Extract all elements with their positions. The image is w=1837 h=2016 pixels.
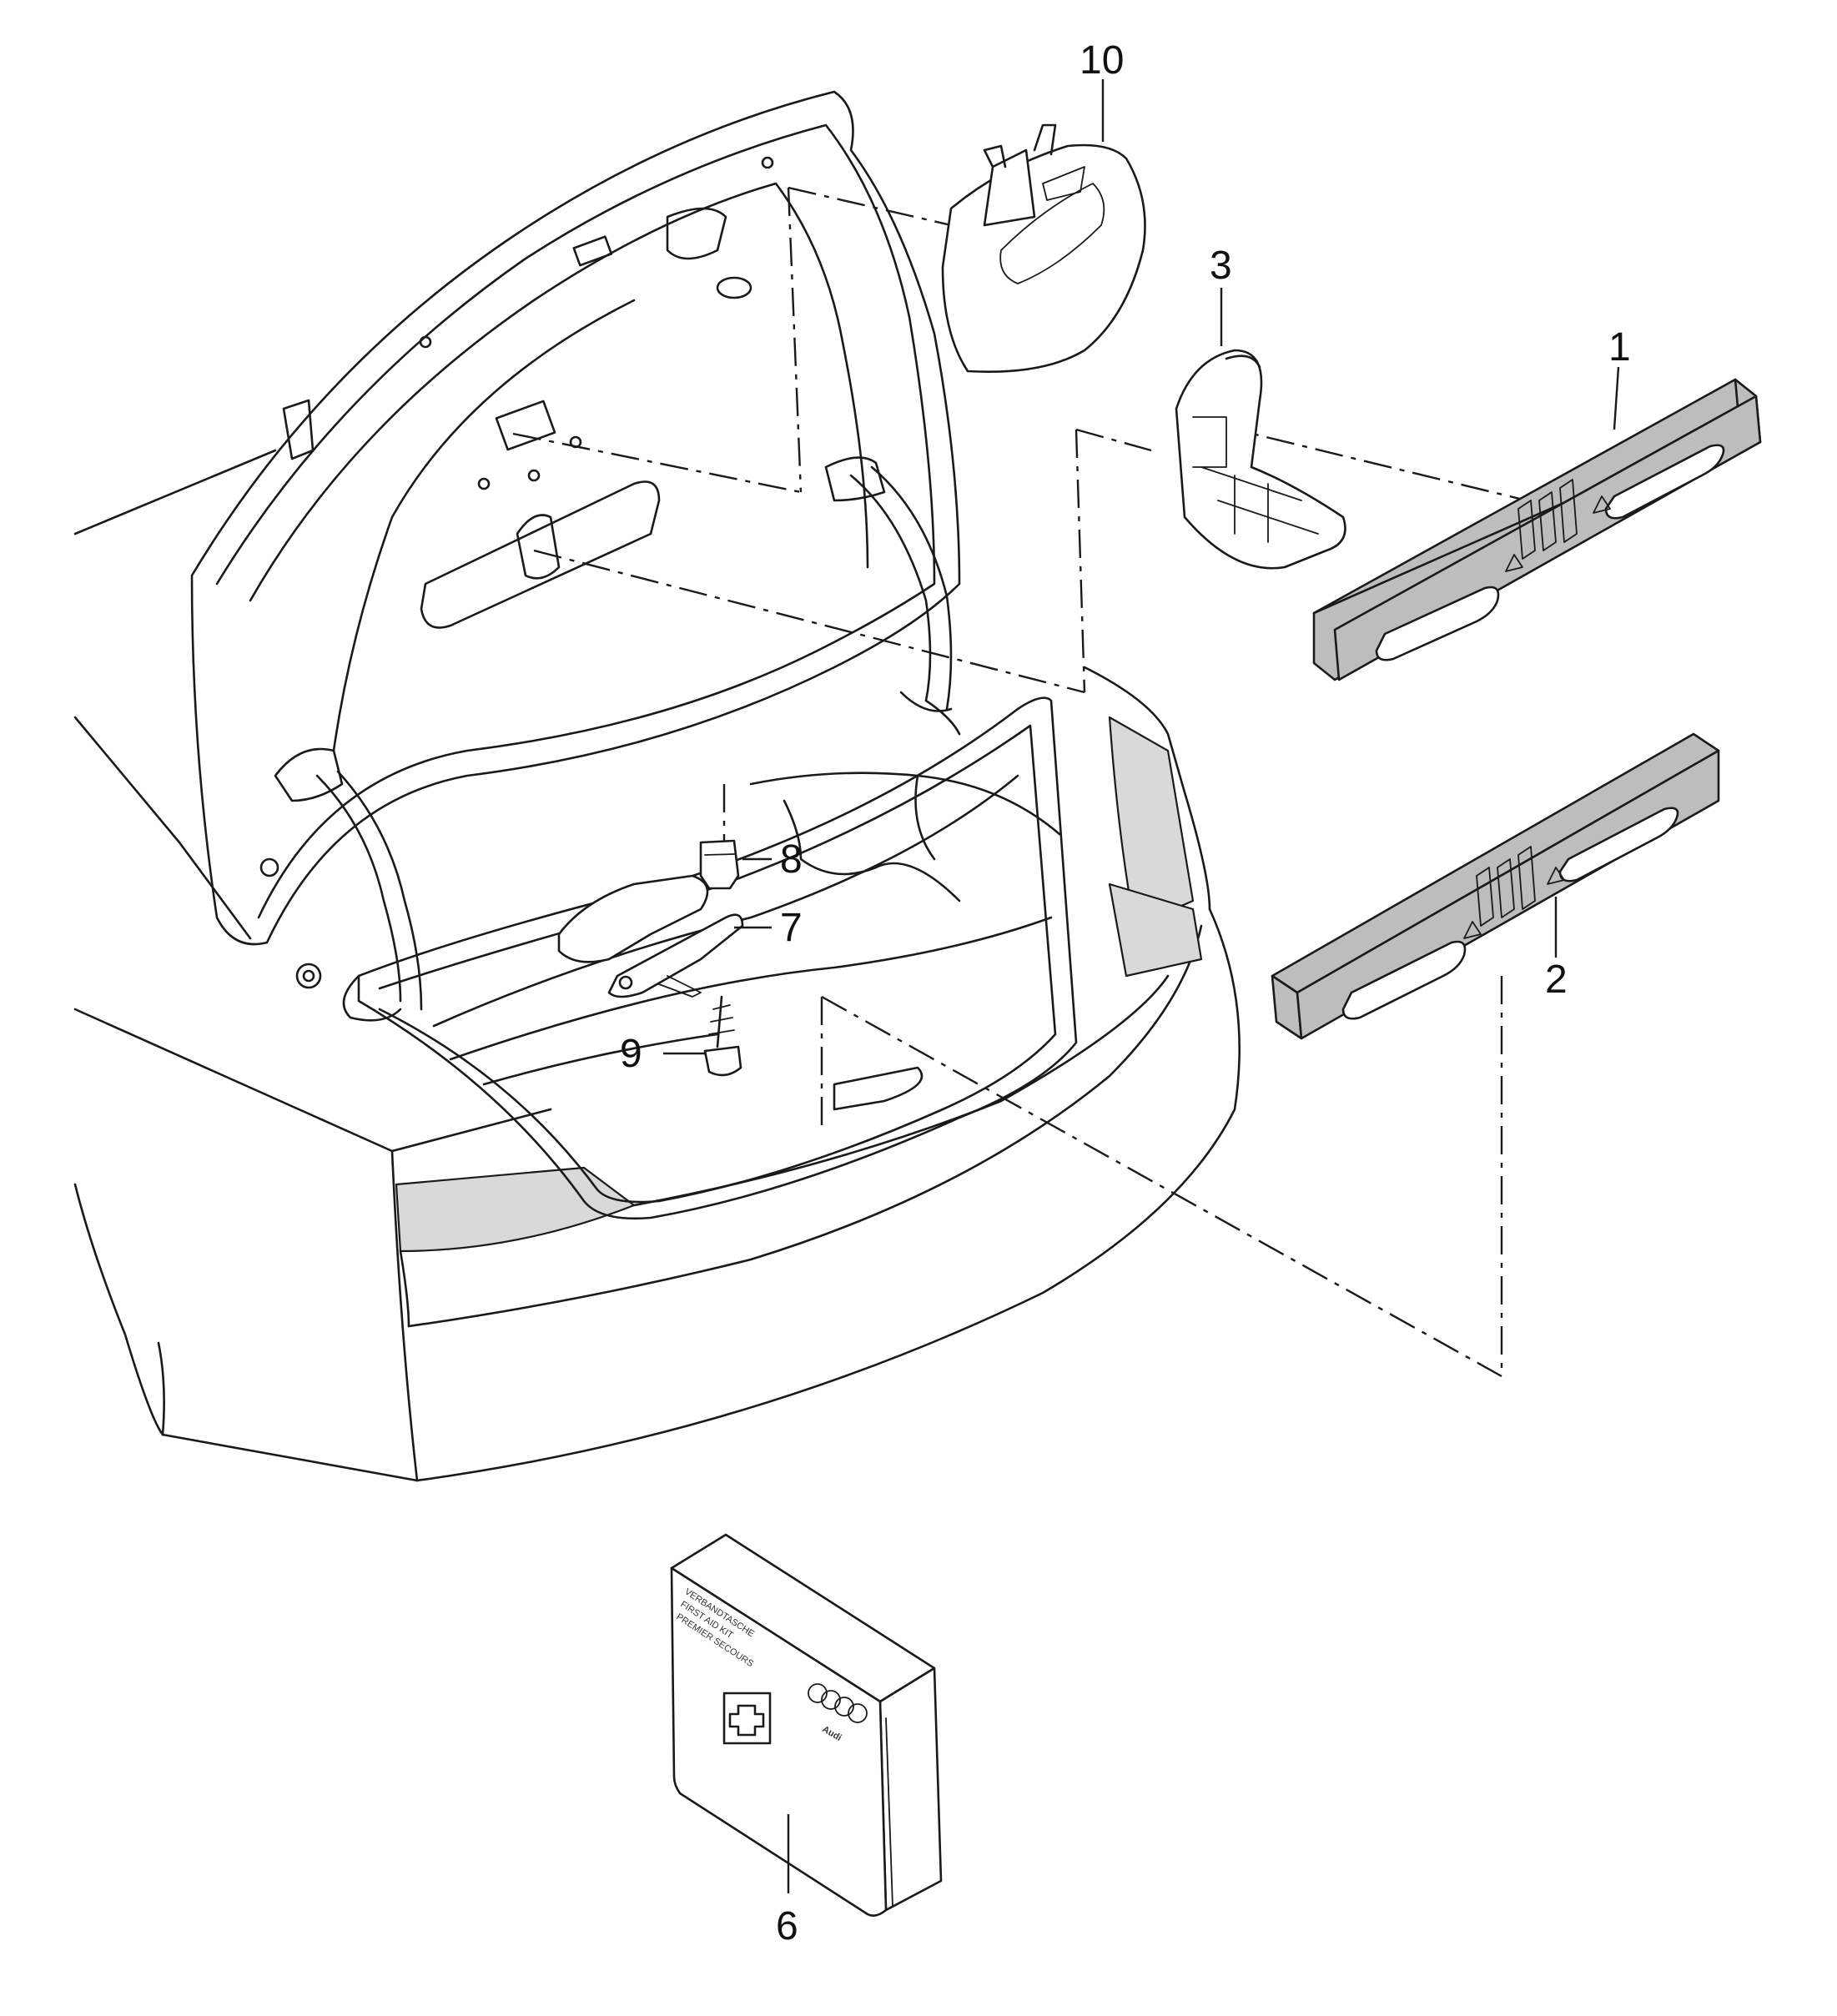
- audi-rings-logo: [808, 1683, 868, 1723]
- callouts: 10 3 1 2 8 7 9 6: [620, 38, 1631, 1948]
- part-1-warning-triangle-case: [1312, 378, 1762, 681]
- part-10-bracket: [941, 123, 1146, 374]
- car-body: [73, 449, 1241, 1482]
- trunk-lid: [190, 90, 961, 946]
- part-2-warning-triangle-case: [1271, 732, 1720, 1040]
- callout-10: 10: [1080, 38, 1124, 83]
- callout-1: 1: [1608, 325, 1631, 370]
- callout-3: 3: [1210, 244, 1232, 288]
- part-8-clip: [699, 839, 740, 890]
- part-3-bracket: [1175, 349, 1346, 570]
- part-6-first-aid-kit: VERBANDTASCHE FIRST AID KIT PREMIER SECO…: [670, 1533, 943, 1917]
- callout-7: 7: [780, 906, 803, 950]
- callout-9: 9: [620, 1032, 642, 1076]
- callout-6: 6: [776, 1904, 798, 1948]
- leader-lines: [663, 79, 1620, 1893]
- part-9-screw: [703, 995, 742, 1077]
- callout-8: 8: [780, 837, 803, 882]
- callout-2: 2: [1545, 958, 1568, 1002]
- part-7-retaining-hook: [557, 874, 744, 998]
- installation-lines: [512, 186, 1527, 1378]
